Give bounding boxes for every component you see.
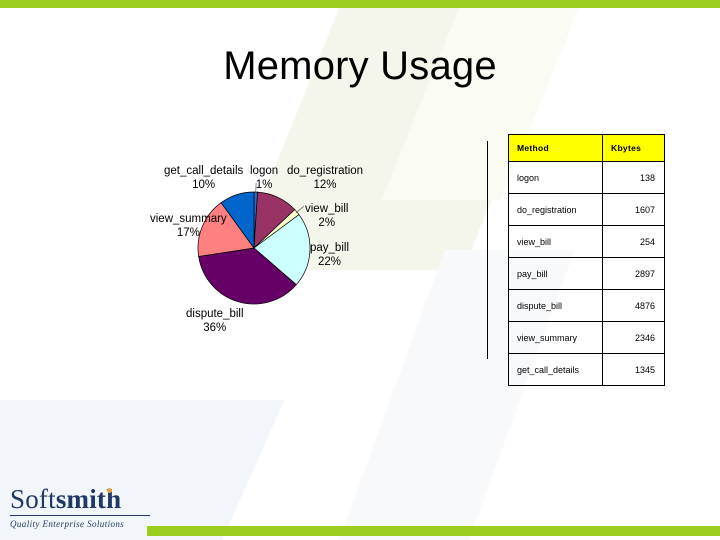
cell-kbytes: 1607 — [602, 193, 665, 226]
pie-slice — [198, 247, 297, 305]
pie-slice-label: dispute_bill 36% — [186, 307, 244, 336]
cell-method: do_registration — [508, 193, 603, 226]
cell-method: dispute_bill — [508, 289, 603, 322]
top-accent-bar — [0, 0, 720, 8]
column-header-kbytes: Kbytes — [602, 134, 665, 162]
logo-wordmark: Softsmith — [10, 486, 160, 513]
pie-slice-label: get_call_details 10% — [164, 164, 243, 193]
cell-method: logon — [508, 161, 603, 194]
pie-slice-label-name: logon — [250, 165, 279, 177]
pie-slice-group — [197, 191, 311, 305]
cell-kbytes: 1345 — [602, 353, 665, 386]
pie-slice — [197, 202, 255, 257]
pie-chart-svg — [197, 183, 311, 305]
logo-word-light: Soft — [10, 484, 56, 514]
pie-leader-lines — [255, 183, 305, 213]
logo-rule — [10, 515, 150, 516]
pie-slice-label: view_summary 17% — [150, 212, 227, 241]
pie-slice-label-percent: 36% — [203, 322, 227, 335]
pie-slice-label: do_registration 12% — [287, 164, 363, 193]
pie-slice-label-percent: 22% — [317, 256, 342, 269]
pie-slice — [253, 214, 311, 286]
cell-method: view_bill — [508, 225, 603, 258]
pie-slice-label-name: do_registration — [287, 165, 364, 177]
pie-leader-line — [295, 206, 305, 213]
pie-slice-label: pay_bill 22% — [310, 241, 349, 270]
logo-dot-icon — [107, 488, 112, 493]
column-header-method: Method — [508, 134, 603, 162]
pie-slice-label-percent: 17% — [176, 227, 200, 240]
vertical-divider — [487, 141, 488, 359]
cell-kbytes: 138 — [602, 161, 665, 194]
cell-method: get_call_details — [508, 353, 603, 386]
pie-slice-label-percent: 1% — [255, 179, 273, 192]
pie-slice-label-name: pay_bill — [310, 242, 349, 254]
pie-slice-label-percent: 2% — [318, 217, 336, 230]
pie-slice-label-name: dispute_bill — [186, 308, 244, 320]
bottom-accent-bar — [147, 526, 720, 536]
company-logo: Softsmith Quality Enterprise Solutions — [10, 486, 160, 529]
pie-slice-label: view_bill 2% — [305, 202, 348, 231]
logo-tagline: Quality Enterprise Solutions — [10, 519, 125, 529]
pie-slice-label-name: get_call_details — [164, 165, 244, 177]
pie-slice-label: logon 1% — [250, 164, 278, 193]
cell-kbytes: 2897 — [602, 257, 665, 290]
cell-kbytes: 254 — [602, 225, 665, 258]
pie-slice-label-name: view_bill — [305, 203, 349, 215]
pie-slice-label-name: view_summary — [150, 213, 227, 225]
cell-method: pay_bill — [508, 257, 603, 290]
page-title: Memory Usage — [223, 44, 497, 88]
pie-chart: logon 1% do_registration 12% view_bill 2% pay_… — [150, 150, 400, 350]
table-header-row: Method Kbytes — [508, 134, 665, 162]
pie-slice-label-percent: 12% — [313, 179, 337, 192]
cell-kbytes: 4876 — [602, 289, 665, 322]
pie-slice — [220, 191, 255, 250]
cell-method: view_summary — [508, 321, 603, 354]
cell-kbytes: 2346 — [602, 321, 665, 354]
pie-slice-label-percent: 10% — [192, 179, 216, 192]
